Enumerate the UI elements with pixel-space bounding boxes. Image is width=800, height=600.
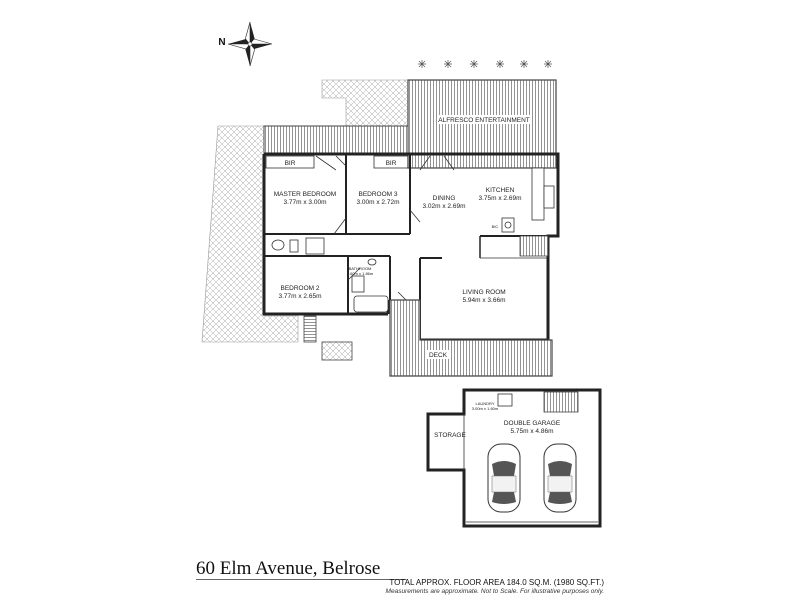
- compass-icon: [227, 21, 273, 67]
- bathroom-fixtures: [351, 258, 389, 313]
- kitchen-fixtures: [501, 167, 555, 233]
- bir-1-label: BIR: [285, 160, 296, 167]
- floor-area-note: TOTAL APPROX. FLOOR AREA 184.0 SQ.M. (19…: [389, 578, 604, 587]
- garage-size: 5.75m x 4.86m: [511, 428, 554, 435]
- master-bedroom-name: MASTER BEDROOM: [274, 191, 336, 198]
- living-room-size: 5.94m x 3.66m: [463, 297, 506, 304]
- garage-stairs: [543, 391, 579, 413]
- laundry-name: LAUNDRY: [475, 401, 494, 406]
- bedroom3-size: 3.00m x 2.72m: [357, 199, 400, 206]
- garage-name: DOUBLE GARAGE: [504, 420, 561, 427]
- deck-label: DECK: [429, 352, 448, 359]
- bathroom-name: BATHROOM: [349, 266, 372, 271]
- bir-2: [373, 155, 409, 169]
- address-divider: [196, 579, 406, 580]
- bedroom3-name: BEDROOM 3: [358, 191, 397, 198]
- deck-label-bg: [425, 350, 451, 359]
- landscaping-hatch: [201, 79, 409, 343]
- deck: [389, 299, 553, 377]
- plant-icons: [418, 60, 552, 68]
- kitchen-stairs: [519, 235, 549, 257]
- kitchen-name: KITCHEN: [486, 187, 515, 194]
- living-room-name: LIVING ROOM: [462, 289, 505, 296]
- compass-north-label: N: [218, 37, 225, 48]
- bedroom2-name: BEDROOM 2: [280, 285, 319, 292]
- alfresco-label: ALFRESCO ENTERTAINMENT: [438, 117, 530, 124]
- ensuite-fixtures: [271, 237, 325, 255]
- bir-1: [265, 155, 315, 169]
- master-bedroom-size: 3.77m x 3.00m: [284, 199, 327, 206]
- disclaimer-note: Measurements are approximate. Not to Sca…: [385, 588, 604, 595]
- laundry-tub: [497, 393, 513, 407]
- laundry-size: 3.00m x 1.60m: [472, 406, 499, 411]
- car-icon: [487, 443, 521, 513]
- bedroom2-stairs: [303, 315, 317, 343]
- side-landing: [321, 341, 353, 361]
- bedroom2-size: 3.77m x 2.65m: [279, 293, 322, 300]
- car-icon: [543, 443, 577, 513]
- alfresco-label-bg: [438, 115, 530, 124]
- bathroom-size: 2.60m x 1.86m: [347, 271, 374, 276]
- kitchen-bic-label: BIC: [492, 224, 499, 229]
- kitchen-size: 3.75m x 2.69m: [479, 195, 522, 202]
- property-address: 60 Elm Avenue, Belrose: [196, 558, 381, 579]
- bir-2-label: BIR: [386, 160, 397, 167]
- upper-deck: [263, 125, 409, 155]
- door-swings: [315, 155, 455, 301]
- dining-size: 3.02m x 2.69m: [423, 203, 466, 210]
- dining-name: DINING: [433, 195, 456, 202]
- storage-label: STORAGE: [434, 432, 466, 439]
